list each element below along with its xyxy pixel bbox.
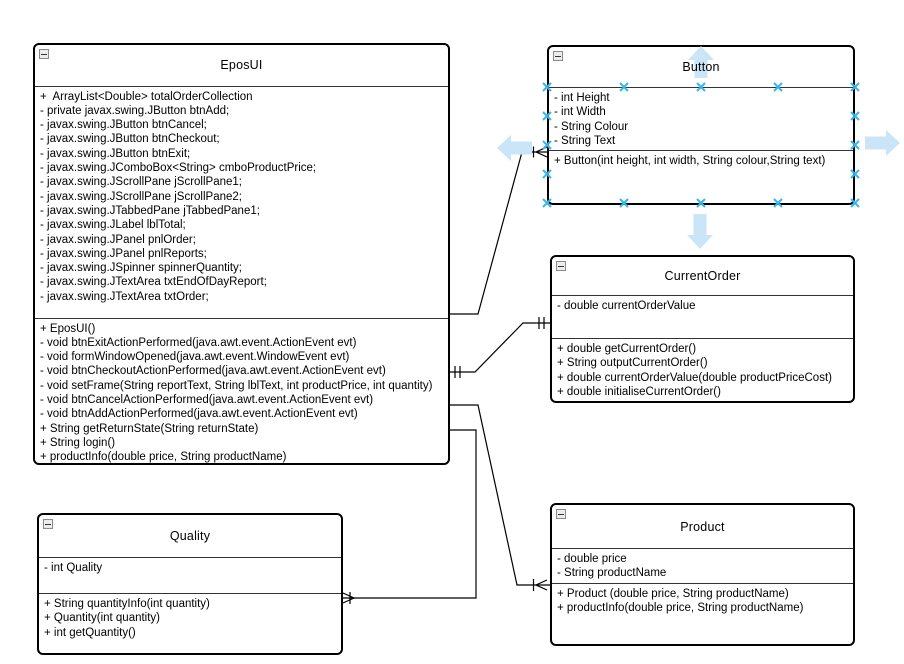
field-line: - javax.swing.JPanel pnlReports; <box>40 247 207 260</box>
field-line: - double currentOrderValue <box>557 300 696 312</box>
method-line: + Quantity(int quantity) <box>44 612 161 625</box>
method-line: + Button(int height, int width, String c… <box>554 155 826 167</box>
method-line: + productInfo(double price, String produ… <box>557 602 804 615</box>
field-line: - javax.swing.JTextArea txtOrder; <box>40 290 209 303</box>
field-line: - String productName <box>557 567 667 580</box>
direction-arrow-up-icon[interactable] <box>687 46 715 78</box>
class-box-button[interactable]: Button - int Height - int Width- String C… <box>547 45 855 205</box>
method-line: - void btnAddActionPerformed(java.awt.ev… <box>40 408 358 421</box>
field-line: - int Height <box>554 92 610 104</box>
field-line: - String Text <box>554 134 616 147</box>
field-line: - javax.swing.JScrollPane jScrollPane1; <box>40 176 242 189</box>
class-box-product[interactable]: Product - double price - String productNa… <box>550 503 855 646</box>
collapse-icon[interactable] <box>556 261 566 271</box>
collapse-icon[interactable] <box>553 51 563 61</box>
collapse-icon[interactable] <box>43 519 53 529</box>
class-title: Quality <box>169 529 211 543</box>
field-line: - int Width <box>554 106 606 119</box>
field-line: - javax.swing.JScrollPane jScrollPane2; <box>40 190 242 203</box>
method-line: + double getCurrentOrder() <box>557 343 697 355</box>
class-box-quality[interactable]: Quality - int Quality + String quantityI… <box>37 513 343 655</box>
field-line: - double price <box>557 553 627 565</box>
connector-eposui-currentorder[interactable] <box>450 317 550 378</box>
method-line: + String quantityInfo(int quantity) <box>44 598 210 610</box>
field-line: - javax.swing.JButton btnCheckout; <box>40 133 220 146</box>
field-line: - String Colour <box>554 120 629 133</box>
field-line: - javax.swing.JTextArea txtEndOfDayRepor… <box>40 276 267 289</box>
method-line: + int getQuantity() <box>44 626 136 639</box>
class-title: EposUI <box>220 58 263 73</box>
minus-glyph <box>558 514 564 515</box>
method-line: + String getReturnState(String returnSta… <box>40 422 259 435</box>
class-fields: + ArrayList<Double> totalOrderCollection… <box>35 85 448 318</box>
direction-arrow-down-icon[interactable] <box>687 214 713 249</box>
field-line: - private javax.swing.JButton btnAdd; <box>40 104 230 117</box>
field-line: - javax.swing.JButton btnCancel; <box>40 119 207 132</box>
minus-glyph <box>555 56 561 57</box>
class-fields: - double currentOrderValue <box>552 295 853 338</box>
method-line: - void btnCancelActionPerformed(java.awt… <box>40 394 374 407</box>
connector-eposui-product[interactable] <box>450 404 550 591</box>
collapse-icon[interactable] <box>39 49 49 59</box>
field-line: - int Quality <box>44 562 103 574</box>
class-fields: - int Quality <box>39 557 341 593</box>
class-methods: + EposUI()- void btnExitActionPerformed(… <box>35 317 448 463</box>
field-line: - javax.swing.JTabbedPane jTabbedPane1; <box>40 204 260 217</box>
method-line: - void setFrame(String reportText, Strin… <box>40 379 433 392</box>
connector-eposui-button[interactable] <box>450 146 548 315</box>
class-title: Button <box>682 60 720 74</box>
field-line: - javax.swing.JPanel pnlOrder; <box>40 233 196 246</box>
field-line: - javax.swing.JSpinner spinnerQuantity; <box>40 262 242 275</box>
class-methods: + double getCurrentOrder() + String outpu… <box>552 338 853 401</box>
method-line: + String login() <box>40 436 116 449</box>
method-line: - void formWindowOpened(java.awt.event.W… <box>40 351 350 364</box>
collapse-icon[interactable] <box>556 509 566 519</box>
method-line: - void btnCheckoutActionPerformed(java.a… <box>40 365 386 378</box>
method-line: + EposUI() <box>40 322 96 335</box>
minus-glyph <box>45 524 51 525</box>
field-line: + ArrayList<Double> totalOrderCollection <box>40 90 253 103</box>
class-methods: + Button(int height, int width, String c… <box>549 150 853 203</box>
field-line: - javax.swing.JComboBox<String> cmboProd… <box>40 162 317 175</box>
class-title: Product <box>680 519 725 534</box>
class-methods: + String quantityInfo(int quantity) + Qua… <box>39 593 341 653</box>
direction-arrow-left-icon[interactable] <box>497 135 532 161</box>
class-methods: + Product (double price, String productN… <box>552 583 853 644</box>
method-line: - void btnExitActionPerformed(java.awt.e… <box>40 336 357 349</box>
class-fields: - double price - String productName <box>552 548 853 583</box>
method-line: + productInfo(double price, String produ… <box>40 451 287 463</box>
class-fields: - int Height - int Width- String Colour- … <box>549 87 853 150</box>
method-line: + double initialiseCurrentOrder() <box>557 385 721 398</box>
field-line: - javax.swing.JLabel lblTotal; <box>40 219 186 232</box>
class-box-currentorder[interactable]: CurrentOrder - double currentOrderValue … <box>550 255 855 403</box>
class-box-eposui[interactable]: EposUI + ArrayList<Double> totalOrderCol… <box>33 43 450 465</box>
minus-glyph <box>558 266 564 267</box>
method-line: + Product (double price, String productN… <box>557 588 789 600</box>
class-title: CurrentOrder <box>664 269 741 283</box>
method-line: + String outputCurrentOrder() <box>557 357 708 370</box>
direction-arrow-right-icon[interactable] <box>865 130 900 156</box>
method-line: + double currentOrderValue(double produc… <box>557 371 832 384</box>
field-line: - javax.swing.JButton btnExit; <box>40 147 191 160</box>
minus-glyph <box>41 54 47 55</box>
